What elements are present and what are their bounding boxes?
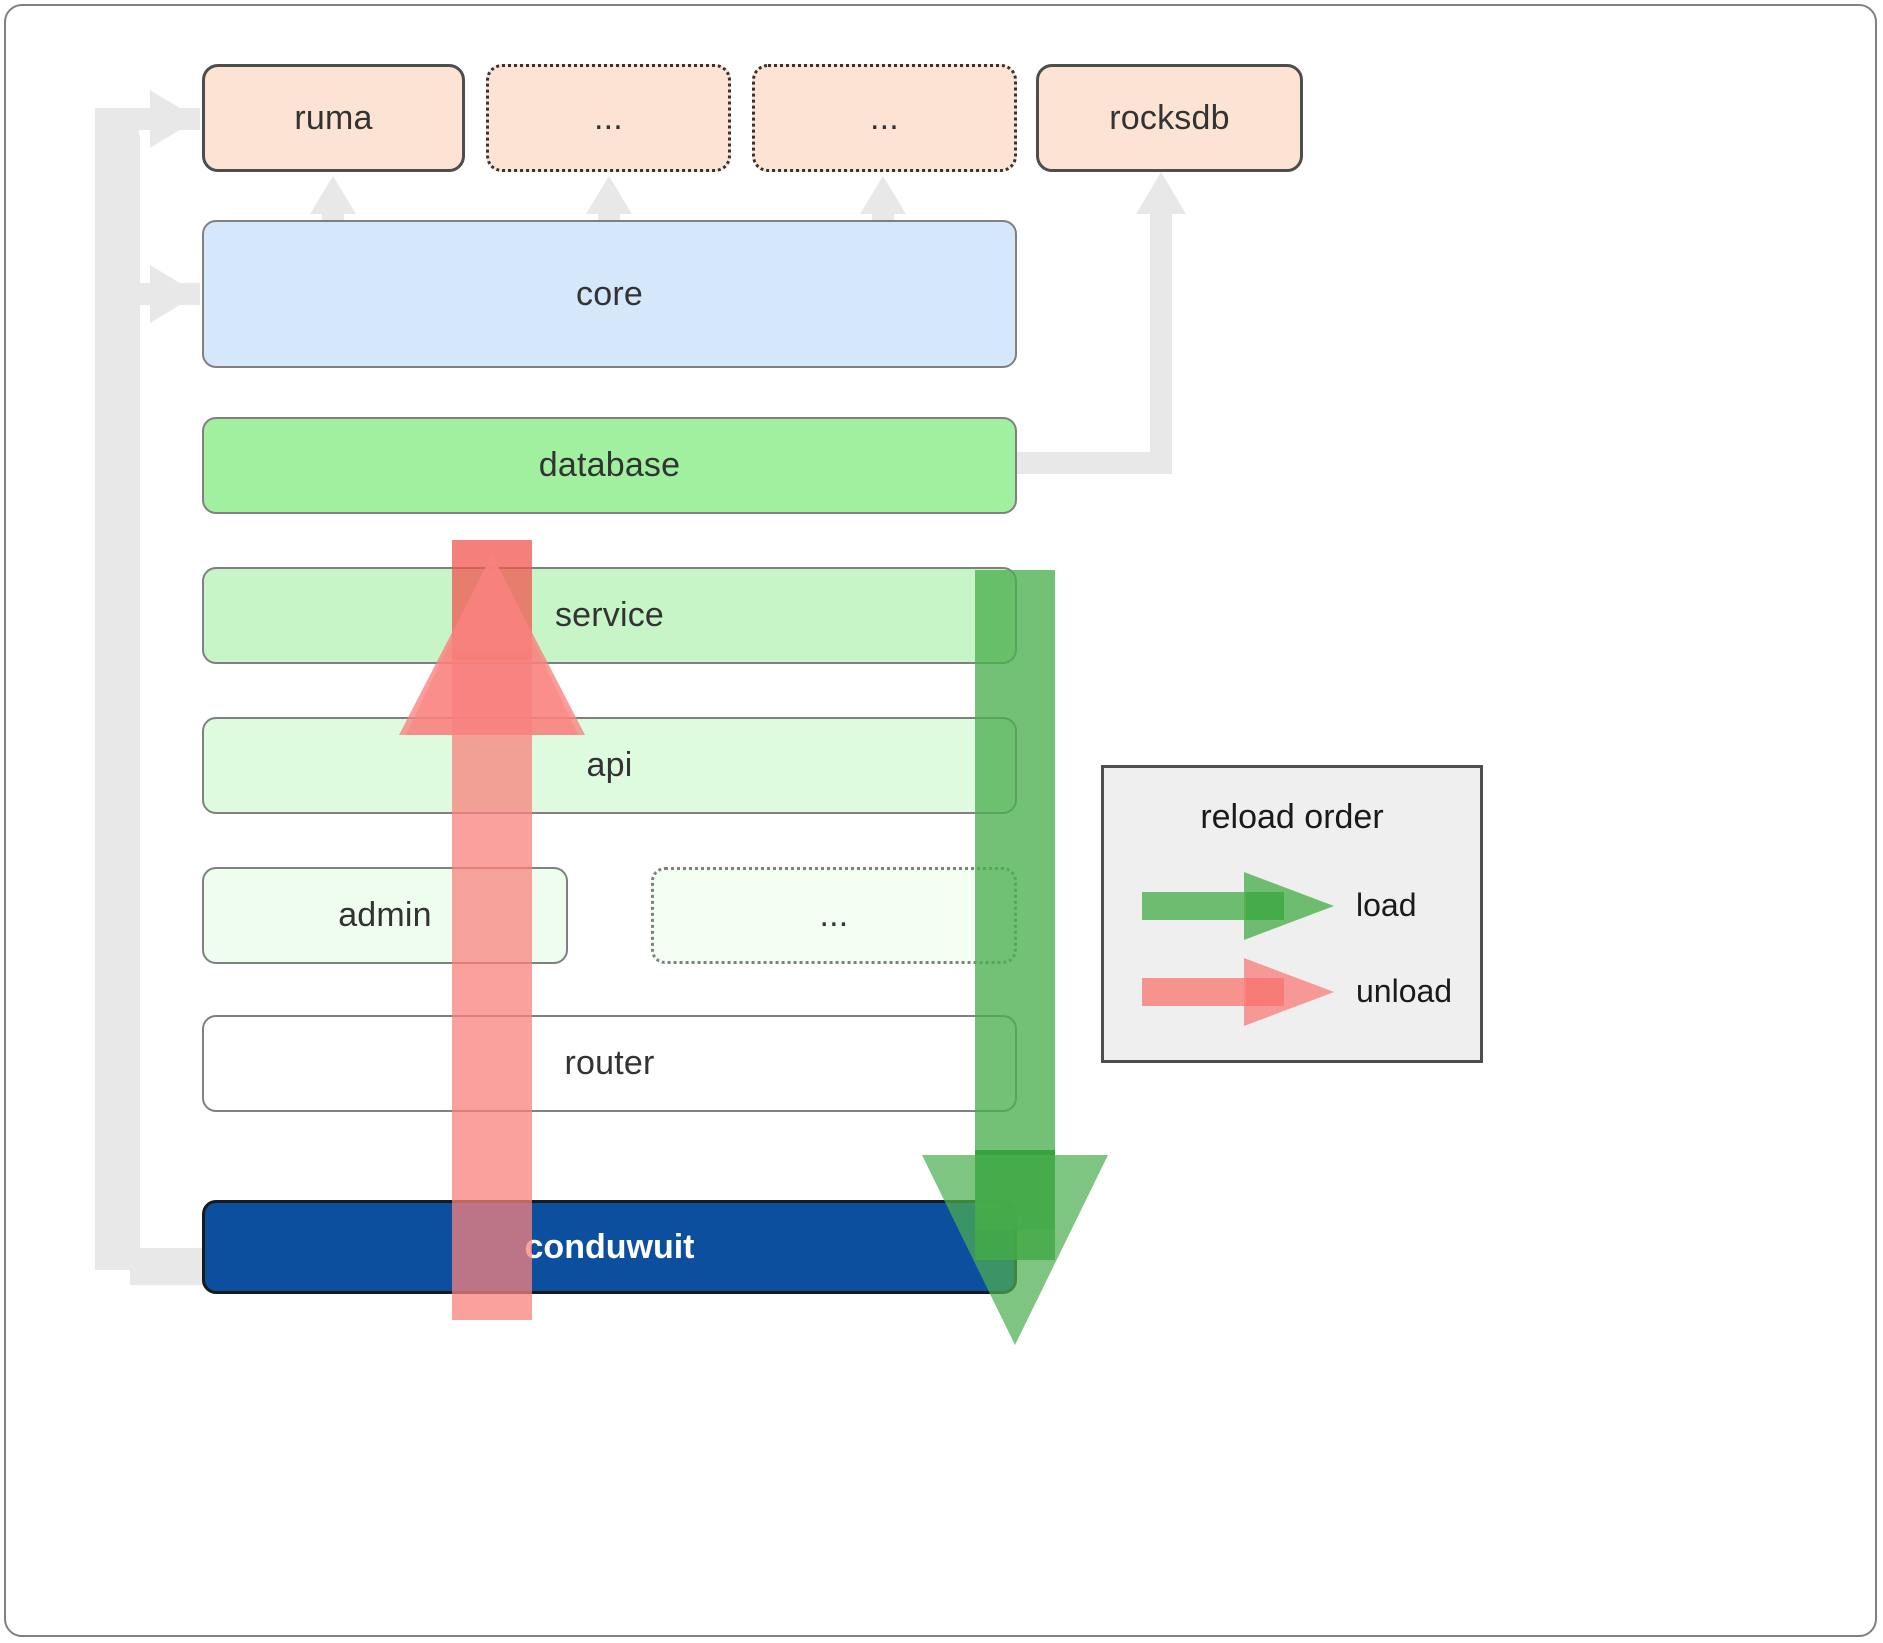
legend-label-unload: unload bbox=[1356, 972, 1453, 1009]
legend-title: reload order bbox=[1200, 798, 1384, 836]
node-conduwuit[interactable]: conduwuit bbox=[202, 1200, 1017, 1294]
node-service[interactable]: service bbox=[202, 567, 1017, 664]
legend-entry-unload: unload bbox=[1138, 956, 1458, 1026]
node-dependency-ellipsis-2[interactable]: ... bbox=[752, 64, 1017, 172]
node-layer-ellipsis[interactable]: ... bbox=[651, 867, 1017, 964]
node-router[interactable]: router bbox=[202, 1015, 1017, 1112]
node-admin-label: admin bbox=[338, 896, 432, 934]
node-dependency-ellipsis-1[interactable]: ... bbox=[486, 64, 731, 172]
node-rocksdb[interactable]: rocksdb bbox=[1036, 64, 1303, 172]
load-arrow-icon bbox=[1142, 872, 1334, 940]
node-router-label: router bbox=[564, 1044, 655, 1082]
legend-entry-load: load bbox=[1138, 870, 1458, 940]
node-ruma[interactable]: ruma bbox=[202, 64, 465, 172]
node-core-label: core bbox=[576, 274, 643, 313]
node-dependency-ellipsis-2-label: ... bbox=[870, 98, 899, 137]
node-core[interactable]: core bbox=[202, 220, 1017, 368]
node-rocksdb-label: rocksdb bbox=[1109, 98, 1230, 137]
unload-arrow-icon bbox=[1142, 958, 1334, 1026]
node-ruma-label: ruma bbox=[294, 98, 373, 137]
node-layer-ellipsis-label: ... bbox=[819, 896, 849, 934]
node-admin[interactable]: admin bbox=[202, 867, 568, 964]
node-service-label: service bbox=[554, 596, 665, 634]
legend-panel: reload order load unload bbox=[1101, 765, 1483, 1063]
node-api-label: api bbox=[586, 746, 633, 784]
node-database-label: database bbox=[538, 446, 681, 484]
legend-label-load: load bbox=[1356, 886, 1417, 923]
node-dependency-ellipsis-1-label: ... bbox=[594, 98, 623, 137]
node-database[interactable]: database bbox=[202, 417, 1017, 514]
node-conduwuit-label: conduwuit bbox=[524, 1227, 695, 1266]
node-api[interactable]: api bbox=[202, 717, 1017, 814]
